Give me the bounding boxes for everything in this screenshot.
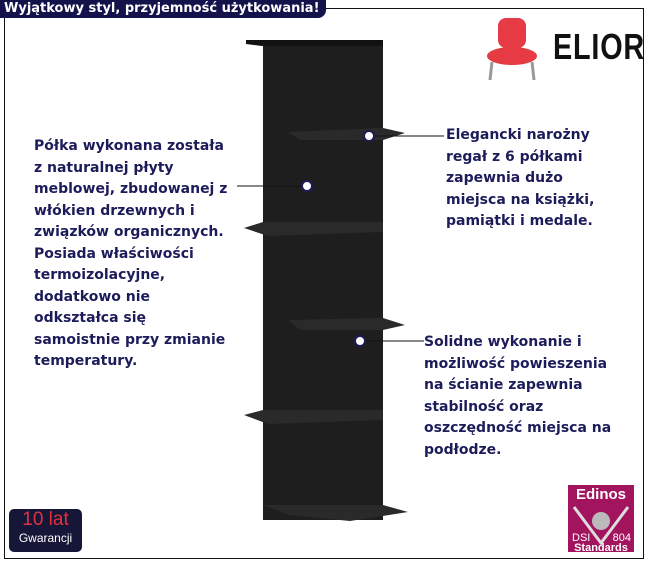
page-title: Wyjątkowy styl, przyjemność użytkowania! — [0, 0, 326, 18]
brand-logo: ELIOR — [553, 26, 646, 67]
hotspot-left — [301, 180, 313, 192]
chair-icon — [487, 18, 537, 81]
edinos-emblem-icon — [572, 506, 630, 546]
warranty-badge: 10 lat Gwarancji — [9, 509, 82, 552]
hotspot-right-bottom — [354, 335, 366, 347]
hotspot-right-top — [363, 130, 375, 142]
edinos-badge: Edinos DSI 804 Standards — [568, 485, 634, 554]
